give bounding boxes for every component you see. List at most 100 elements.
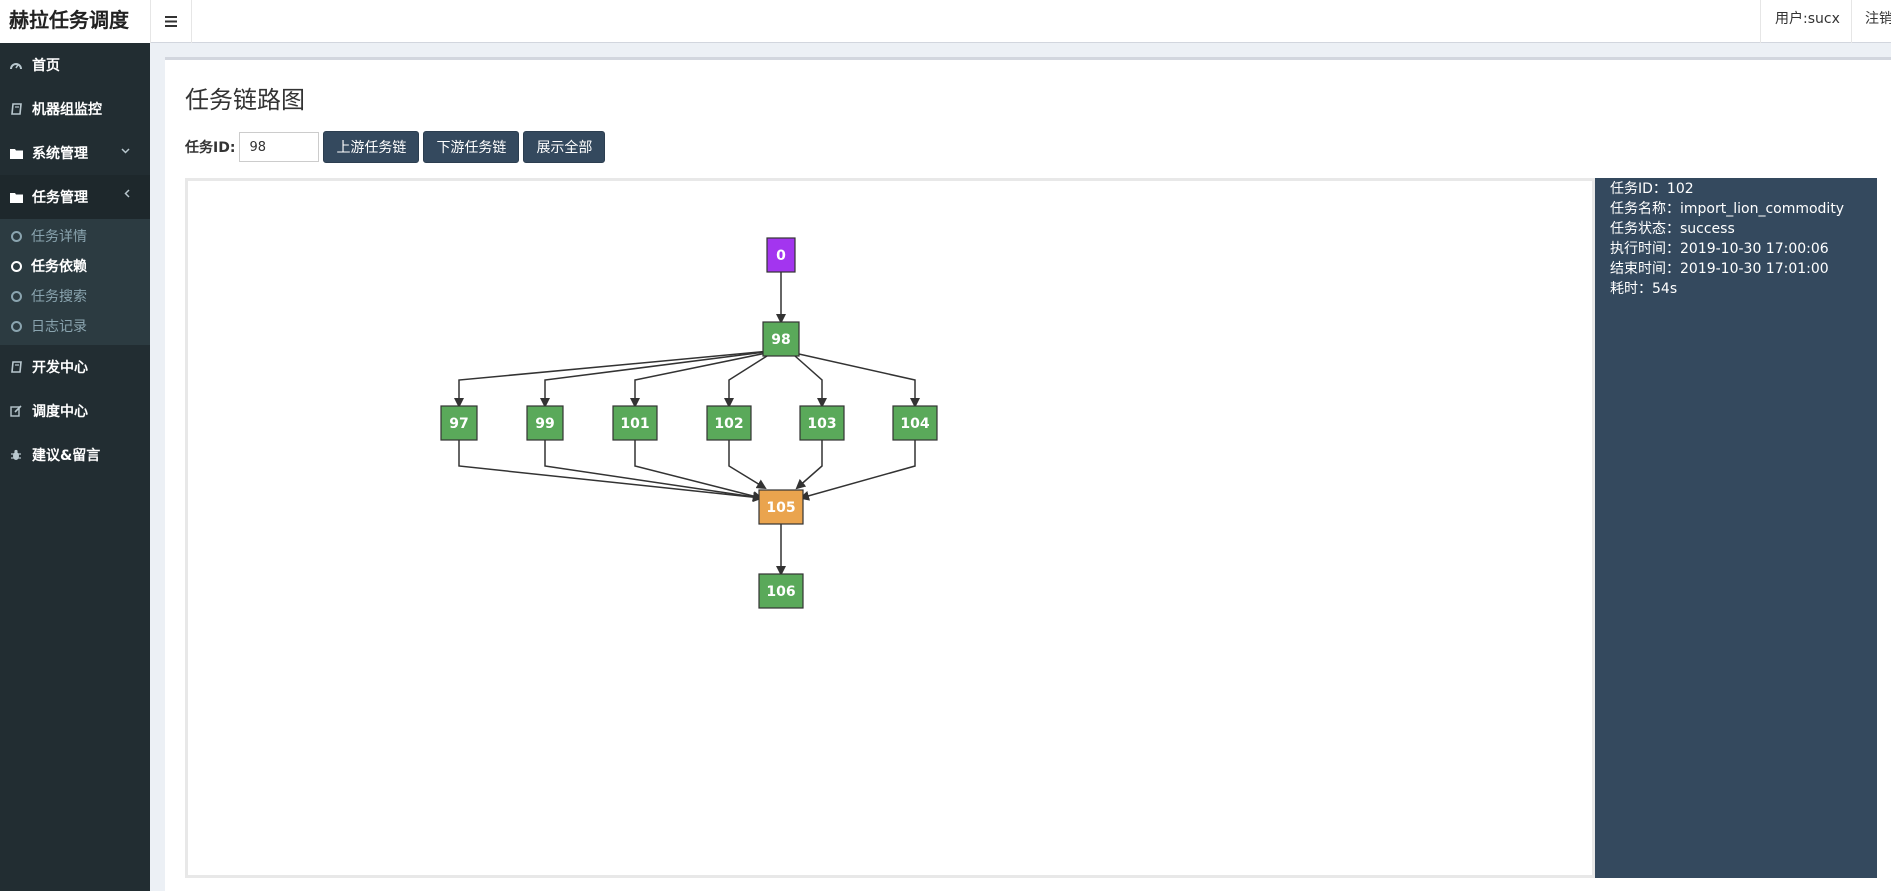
edge-102-105 (728, 440, 767, 490)
task-submenu: 任务详情 任务依赖 任务搜索 日志记录 (0, 219, 150, 345)
task-node-99[interactable]: 99 (526, 405, 564, 441)
sidebar-item-task-management[interactable]: 任务管理 (0, 175, 150, 219)
chevron-down-icon (121, 144, 130, 157)
edge-104-105 (799, 440, 916, 501)
task-node-box (762, 321, 800, 357)
edge-98-97 (454, 349, 782, 408)
app-title[interactable]: 赫拉任务调度 (0, 0, 150, 43)
task-node-label: 101 (620, 416, 649, 432)
edge-98-102 (724, 355, 768, 408)
sidebar: 首页 机器组监控 系统管理 任务管理 任务详情 任务依赖 (0, 43, 150, 891)
edge-97-105 (458, 440, 763, 503)
sidebar-item-label: 机器组监控 (32, 102, 102, 118)
task-node-label: 103 (807, 416, 836, 432)
task-node-box (526, 405, 564, 441)
edge-103-105 (795, 440, 823, 490)
user-menu[interactable]: 用户:sucx (1760, 0, 1853, 43)
sidebar-item-feedback[interactable]: 建议&留言 (0, 433, 150, 477)
info-duration: 耗时：54s (1610, 281, 1678, 297)
book-icon (9, 103, 23, 115)
task-node-106[interactable]: 106 (758, 573, 804, 609)
sidebar-item-home[interactable]: 首页 (0, 43, 150, 87)
sidebar-item-label: 开发中心 (32, 360, 88, 376)
circle-icon (11, 290, 22, 302)
info-task-name: 任务名称：import_lion_commodity (1610, 201, 1845, 217)
info-task-id: 任务ID：102 (1610, 181, 1694, 197)
upstream-chain-button[interactable]: 上游任务链 (323, 131, 420, 163)
task-graph-svg: 0 98 97 99 101 102 103 104 105 106 (440, 237, 938, 609)
edge-98-103 (794, 355, 827, 408)
sidebar-item-system-management[interactable]: 系统管理 (0, 131, 150, 175)
folder-icon (9, 192, 23, 203)
task-node-label: 105 (766, 500, 795, 516)
task-node-label: 99 (535, 416, 554, 432)
submenu-item-label: 任务依赖 (31, 259, 87, 275)
task-node-label: 102 (714, 416, 743, 432)
sidebar-item-label: 建议&留言 (32, 448, 101, 464)
task-node-104[interactable]: 104 (892, 405, 938, 441)
task-node-101[interactable]: 101 (612, 405, 658, 441)
sidebar-item-label: 任务管理 (32, 190, 88, 206)
main-content: 任务链路图 任务ID: 上游任务链 下游任务链 展示全部 0 98 97 99 101 1… (150, 43, 1891, 891)
sidebar-item-schedule-center[interactable]: 调度中心 (0, 389, 150, 433)
page-title: 任务链路图 (185, 86, 305, 114)
task-info-panel: 任务ID：102 任务名称：import_lion_commodity 任务状态… (1595, 178, 1877, 878)
task-node-label: 104 (900, 416, 929, 432)
folder-icon (9, 148, 23, 159)
task-node-label: 106 (766, 584, 795, 600)
edge-98-101 (630, 349, 782, 408)
edit-icon (9, 405, 23, 417)
task-node-label: 0 (776, 248, 786, 264)
edge-98-104 (780, 349, 920, 408)
edge-98-99 (540, 349, 782, 408)
show-all-button[interactable]: 展示全部 (523, 131, 606, 163)
sidebar-toggle-button[interactable] (150, 0, 192, 43)
task-node-label: 98 (771, 332, 790, 348)
task-node-97[interactable]: 97 (440, 405, 478, 441)
task-node-box (706, 405, 752, 441)
circle-icon (11, 230, 22, 242)
info-start-time: 执行时间：2019-10-30 17:00:06 (1610, 241, 1829, 257)
sidebar-item-label: 首页 (32, 58, 60, 74)
task-node-102[interactable]: 102 (706, 405, 752, 441)
logout-link[interactable]: 注销 (1851, 0, 1891, 43)
task-node-box (892, 405, 938, 441)
submenu-item-task-dependency[interactable]: 任务依赖 (0, 251, 150, 281)
sidebar-item-dev-center[interactable]: 开发中心 (0, 345, 150, 389)
circle-icon (11, 320, 22, 332)
submenu-item-label: 日志记录 (31, 319, 87, 335)
book-icon (9, 361, 23, 373)
task-node-box (766, 237, 796, 273)
task-node-box (799, 405, 845, 441)
task-node-105[interactable]: 105 (758, 489, 804, 525)
chevron-left-icon (124, 188, 130, 201)
sidebar-item-label: 系统管理 (32, 146, 88, 162)
bug-icon (9, 449, 23, 461)
task-node-box (758, 489, 804, 525)
top-header: 赫拉任务调度 用户:sucx 注销 (0, 0, 1891, 43)
task-node-box (612, 405, 658, 441)
edge-99-105 (544, 440, 763, 502)
task-search-form: 任务ID: 上游任务链 下游任务链 展示全部 (185, 131, 606, 163)
task-node-0[interactable]: 0 (766, 237, 796, 273)
sidebar-item-machine-monitor[interactable]: 机器组监控 (0, 87, 150, 131)
submenu-item-label: 任务详情 (31, 229, 87, 245)
task-graph[interactable]: 0 98 97 99 101 102 103 104 105 106 (185, 178, 1595, 878)
info-end-time: 结束时间：2019-10-30 17:01:00 (1610, 261, 1829, 277)
task-id-label: 任务ID: (185, 140, 236, 156)
submenu-item-label: 任务搜索 (31, 289, 87, 305)
task-id-input[interactable] (239, 132, 320, 162)
sidebar-item-label: 调度中心 (32, 404, 88, 420)
task-node-103[interactable]: 103 (799, 405, 845, 441)
dashboard-icon (9, 60, 23, 70)
task-node-98[interactable]: 98 (762, 321, 800, 357)
content-box: 任务链路图 任务ID: 上游任务链 下游任务链 展示全部 0 98 97 99 101 1… (165, 57, 1891, 891)
circle-icon (11, 260, 22, 272)
submenu-item-task-search[interactable]: 任务搜索 (0, 281, 150, 311)
submenu-item-task-details[interactable]: 任务详情 (0, 221, 150, 251)
downstream-chain-button[interactable]: 下游任务链 (423, 131, 520, 163)
edge-101-105 (634, 440, 763, 501)
hamburger-icon (165, 16, 177, 27)
submenu-item-log-records[interactable]: 日志记录 (0, 311, 150, 341)
info-task-status: 任务状态：success (1610, 221, 1735, 237)
